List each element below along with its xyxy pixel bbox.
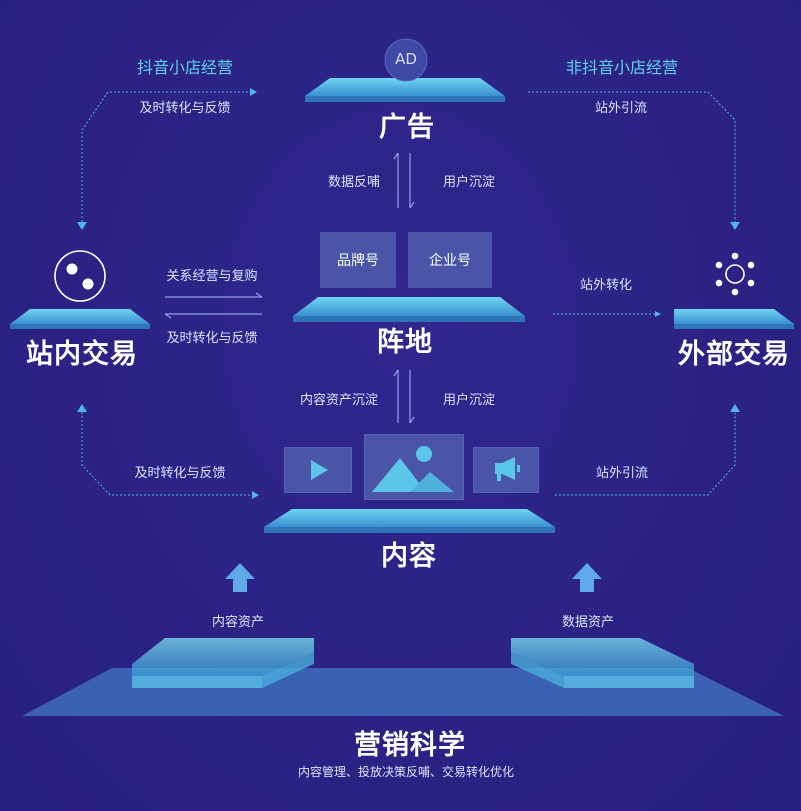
- user-accumulation-bottom-label: 用户沉淀: [443, 393, 496, 408]
- up-arrow-icon: [572, 563, 602, 592]
- connector-internal-to-content: [81, 412, 252, 496]
- ad-platform: [305, 78, 505, 102]
- instant-feedback-top-label: 及时转化与反馈: [139, 101, 231, 116]
- offsite-traffic-bottom-label: 站外引流: [595, 466, 649, 481]
- position-platform: [293, 297, 525, 322]
- content-title: 内容: [381, 541, 437, 572]
- image-icon: [372, 446, 454, 492]
- sun-icon: [715, 252, 755, 296]
- play-icon: [311, 460, 328, 480]
- data-assets-label: 数据资产: [561, 615, 615, 630]
- arrow-to-internal-top: [77, 222, 87, 230]
- internal-trade-title: 站内交易: [26, 339, 138, 370]
- video-box: [284, 447, 352, 493]
- offsite-conversion-label: 站外转化: [579, 278, 633, 293]
- brand-account-button[interactable]: 品牌号: [320, 232, 396, 288]
- user-accumulation-top-label: 用户沉淀: [443, 175, 496, 190]
- position-title: 阵地: [377, 327, 433, 358]
- arrow-to-external-top: [730, 222, 740, 230]
- ad-title: 广告: [379, 112, 435, 143]
- internal-platform: [10, 309, 150, 329]
- arrow-to-external-bottom: [730, 404, 740, 412]
- non-douyin-store-label: 非抖音小店经营: [565, 58, 679, 77]
- connector-content-to-external: [555, 412, 736, 496]
- douyin-store-label: 抖音小店经营: [136, 58, 234, 77]
- external-platform: [674, 309, 794, 329]
- connector-ad-to-external: [528, 91, 736, 222]
- ad-badge-icon: [384, 38, 428, 82]
- data-feedback-label: 数据反哺: [328, 175, 381, 190]
- ad-badge-label: AD: [395, 50, 417, 68]
- image-box: [364, 434, 464, 500]
- data-assets-platform: [511, 638, 694, 688]
- instant-feedback-mid-label: 及时转化与反馈: [166, 331, 258, 346]
- content-assets-platform: [132, 638, 314, 688]
- enterprise-account-button[interactable]: 企业号: [408, 232, 492, 288]
- connector-internal-to-ad: [81, 91, 250, 222]
- external-trade-title: 外部交易: [678, 339, 790, 370]
- science-subtitle: 内容管理、投放决策反哺、交易转化优化: [297, 765, 515, 779]
- content-platform: [264, 509, 555, 533]
- up-arrow-icon: [225, 563, 255, 592]
- arrow-to-ad: [250, 88, 257, 96]
- content-asset-accumulation-label: 内容资产沉淀: [300, 393, 379, 408]
- instant-feedback-bottom-label: 及时转化与反馈: [134, 466, 226, 481]
- science-title: 营销科学: [354, 730, 466, 761]
- relationship-repurchase-label: 关系经营与复购: [166, 269, 258, 284]
- arrow-to-external-mid: [655, 311, 661, 317]
- arrow-to-content: [252, 491, 259, 499]
- arrow-to-internal-bottom: [77, 404, 87, 412]
- content-assets-label: 内容资产: [211, 615, 265, 630]
- offsite-traffic-top-label: 站外引流: [594, 101, 648, 116]
- megaphone-box: [473, 447, 539, 493]
- dots-icon: [54, 250, 106, 302]
- megaphone-icon: [495, 457, 520, 481]
